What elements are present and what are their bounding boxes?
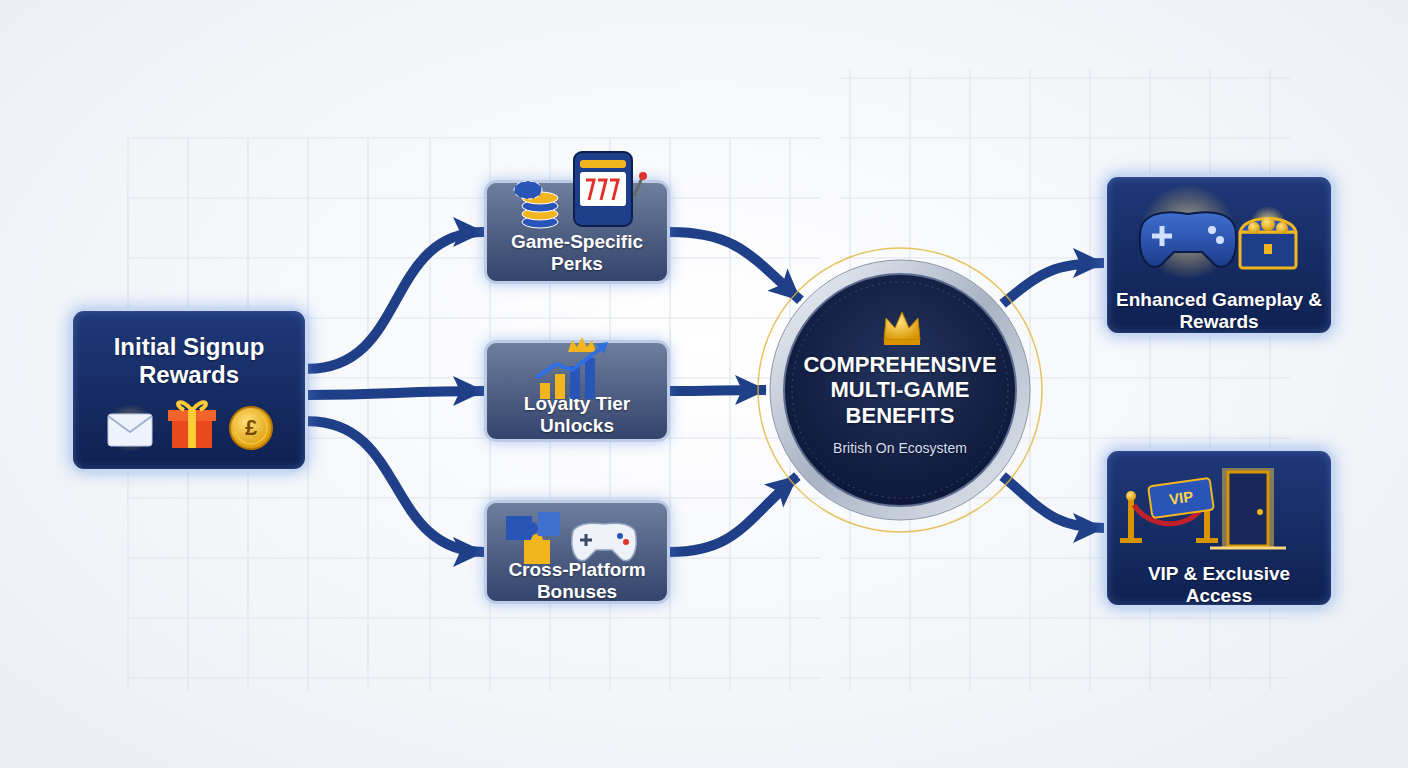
branch-box: Cross-Platform Bonuses [484, 500, 670, 604]
gift-icon [168, 402, 216, 448]
chips-icon [514, 181, 558, 228]
coin-icon [230, 407, 272, 449]
flow-arrow [1003, 476, 1104, 528]
outcome-box: Enhanced Gameplay & Rewards [1104, 174, 1334, 336]
node-title: Cross-Platform Bonuses [497, 559, 657, 603]
icon-label: VIP [1168, 487, 1194, 507]
exclusive-door-icon [1210, 468, 1286, 548]
hub-circle: COMPREHENSIVE MULTI-GAME BENEFITS British… [770, 260, 1030, 520]
outcome-box: VIP & Exclusive Access [1104, 448, 1334, 608]
node-title: COMPREHENSIVE MULTI-GAME BENEFITS [793, 352, 1008, 428]
gamepad-burst-icon [1140, 184, 1236, 280]
branch-box: Game-Specific Perks [484, 180, 670, 284]
node-title: Initial Signup Rewards [84, 333, 294, 388]
node-subtitle: British On Ecosystem [833, 440, 967, 456]
puzzle-icon [506, 512, 560, 564]
node-title: Loyalty Tier Unlocks [492, 393, 662, 437]
crown-icon [884, 312, 920, 345]
vip-ticket-icon [1148, 478, 1214, 518]
flow-arrow [670, 232, 800, 300]
flow-arrow [308, 391, 484, 395]
envelope-icon [106, 404, 154, 452]
branch-box: Loyalty Tier Unlocks [484, 340, 670, 442]
treasure-chest-icon [1240, 206, 1296, 268]
flow-arrow [308, 421, 484, 552]
node-title: VIP & Exclusive Access [1134, 563, 1304, 607]
gamepad-icon [572, 523, 637, 560]
growth-chart-icon [536, 337, 608, 399]
flow-arrow [670, 390, 766, 391]
start-box: Initial Signup Rewards [70, 308, 308, 472]
flow-arrow [308, 232, 484, 369]
icon-label: £ [245, 415, 257, 441]
node-title: Enhanced Gameplay & Rewards [1112, 289, 1326, 333]
slot-machine-icon [574, 152, 647, 226]
flow-arrow [1003, 263, 1104, 304]
node-title: Game-Specific Perks [497, 231, 657, 275]
flow-arrow [670, 476, 797, 552]
